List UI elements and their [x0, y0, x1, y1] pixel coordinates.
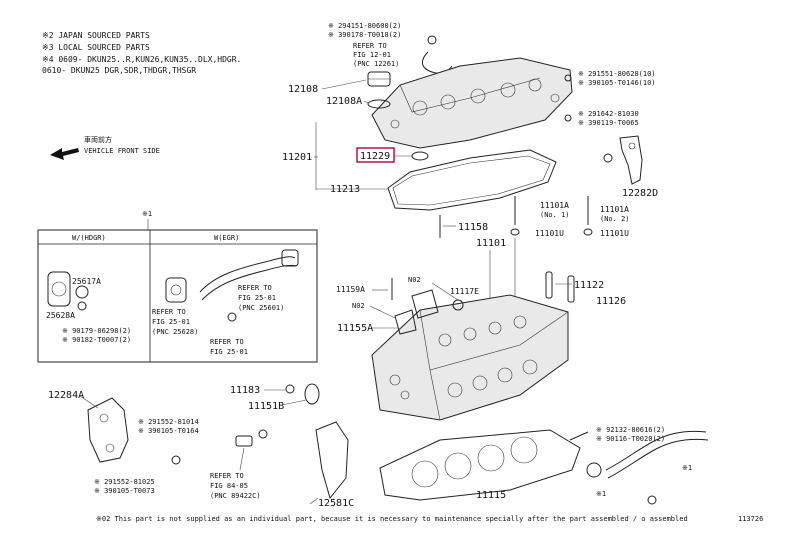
label-11151B: 11151B	[248, 401, 284, 412]
label-right-partno-2: ※ 390105-T0146(10)	[578, 79, 656, 87]
ring-11151B	[304, 383, 320, 405]
inset-partno-1: ※ 90179-06298(2)	[62, 327, 131, 335]
label-12108A: 12108A	[326, 96, 362, 107]
bracket-12282D	[603, 135, 643, 185]
label-12108: 12108	[288, 84, 318, 95]
label-bottom-partno-2: ※ 390105-T0073	[94, 487, 155, 495]
label-12581C: 12581C	[318, 498, 354, 509]
label-mid-partno-1: ※ 291552-81014	[138, 418, 199, 426]
label-right-partno-1: ※ 291551-80628(10)	[578, 70, 656, 78]
head-cover-gasket	[387, 149, 557, 211]
label-11183: 11183	[230, 385, 260, 396]
label-11155A: 11155A	[337, 323, 373, 334]
label-mid-partno-2: ※ 390105-T0164	[138, 427, 199, 435]
label-top-partno-1: ※ 294151-80600(2)	[328, 22, 401, 30]
label-11115: 11115	[476, 490, 506, 501]
footer-note: ※02 This part is not supplied as an indi…	[96, 515, 688, 523]
inset-ref1-l3: (PNC 25628)	[152, 328, 198, 336]
label-right-partno-4: ※ 390119-T0065	[578, 119, 639, 127]
oil-filler-cap	[367, 71, 391, 109]
inset-gasket-part	[47, 271, 89, 311]
cover-bolt-icon	[564, 74, 572, 82]
label-ref-top-l3: (PNC 12261)	[353, 60, 399, 68]
label-11213: 11213	[330, 184, 360, 195]
label-star-1: ※1	[596, 490, 606, 498]
label-ref-bottom-l3: (PNC 89422C)	[210, 492, 261, 500]
inset-label-25628A: 25628A	[46, 311, 75, 320]
footer-code: 113726	[738, 515, 763, 523]
label-ref-top-l1: REFER TO	[353, 42, 387, 50]
head-gasket-11115	[379, 429, 581, 501]
valve-guides	[545, 271, 575, 303]
label-12282D: 12282D	[622, 188, 658, 199]
inset-frame	[37, 229, 318, 363]
label-n02-a: N02	[408, 276, 421, 284]
note-model-0609: ※4 0609- DKUN25..R,KUN26,KUN35..DLX,HDGR…	[42, 55, 241, 64]
label-11158: 11158	[458, 222, 488, 233]
label-11101A-no1: 11101A	[540, 201, 569, 210]
inset-box: ※1 W/(HDGR) W(EGR) 25617A 25628A ※ 90179…	[37, 210, 318, 363]
note-japan-sourced: ※2 JAPAN SOURCED PARTS	[42, 31, 150, 40]
label-11101: 11101	[476, 238, 506, 249]
label-right-bottom-partno-2: ※ 90116-T0020(2)	[596, 435, 665, 443]
label-11101A-no2: 11101A	[600, 205, 629, 214]
sensor-part	[235, 435, 253, 447]
inset-partno-2: ※ 90182-T0007(2)	[62, 336, 131, 344]
note-model-0610: 0610- DKUN25 DGR,SDR,THDGR,THSGR	[42, 66, 196, 75]
bracket-12284A	[87, 397, 181, 465]
bypass-pipe	[569, 430, 709, 505]
label-11122: 11122	[574, 280, 604, 291]
inset-ref3-l1: REFER TO	[210, 338, 244, 346]
inset-star: ※1	[142, 210, 152, 218]
inset-right-title: W(EGR)	[214, 234, 239, 242]
label-top-partno-2: ※ 390178-T0018(2)	[328, 31, 401, 39]
label-11117E: 11117E	[450, 287, 479, 296]
note-local-sourced: ※3 LOCAL SOURCED PARTS	[42, 43, 150, 52]
front-direction-en: VEHICLE FRONT SIDE	[84, 147, 160, 155]
bracket-bolt-icon	[564, 114, 572, 122]
inset-ref2-l3: (PNC 25601)	[238, 304, 284, 312]
inset-ref2-l2: FIG 25-01	[238, 294, 276, 302]
front-arrow-icon	[50, 148, 79, 160]
label-right-bottom-partno-1: ※ 92132-80616(2)	[596, 426, 665, 434]
head-cover	[371, 57, 573, 149]
inset-label-25617A: 25617A	[72, 277, 101, 286]
label-ref-bottom-l2: FIG 84-05	[210, 482, 248, 490]
label-n02-b: N02	[352, 302, 365, 310]
label-star-1b: ※1	[682, 464, 692, 472]
label-11229[interactable]: 11229	[360, 151, 390, 162]
front-direction-jp: 車両前方	[84, 135, 112, 144]
label-ref-top-l2: FIG 12-01	[353, 51, 391, 59]
label-no2: (No. 2)	[600, 215, 630, 223]
label-11126: 11126	[596, 296, 626, 307]
shield-12581C	[315, 421, 349, 500]
inset-left-title: W/(HDGR)	[72, 234, 106, 242]
label-11201: 11201	[282, 152, 312, 163]
cylinder-head	[371, 294, 569, 421]
front-direction: 車両前方 VEHICLE FRONT SIDE	[50, 135, 160, 160]
inset-ref1-l1: REFER TO	[152, 308, 186, 316]
label-11159A: 11159A	[336, 285, 365, 294]
label-right-partno-3: ※ 291642-81030	[578, 110, 639, 118]
inset-egr-pipe	[165, 249, 299, 322]
notes-block: ※2 JAPAN SOURCED PARTS ※3 LOCAL SOURCED …	[42, 31, 241, 75]
label-11101U-no2: 11101U	[600, 229, 629, 238]
inset-ref3-l2: FIG 25-01	[210, 348, 248, 356]
label-11101U-no1: 11101U	[535, 229, 564, 238]
label-bottom-partno-1: ※ 291552-81025	[94, 478, 155, 486]
n02-part-a	[411, 289, 439, 319]
plug-tube-seal	[411, 151, 429, 161]
label-12284A: 12284A	[48, 390, 84, 401]
top-bolt-icon	[427, 35, 437, 45]
label-no1: (No. 1)	[540, 211, 570, 219]
inset-ref2-l1: REFER TO	[238, 284, 272, 292]
inset-ref1-l2: FIG 25-01	[152, 318, 190, 326]
plug-11183	[285, 384, 295, 394]
n02-part-b	[394, 309, 417, 335]
label-ref-bottom-l1: REFER TO	[210, 472, 244, 480]
highlight-11229[interactable]	[356, 147, 395, 163]
